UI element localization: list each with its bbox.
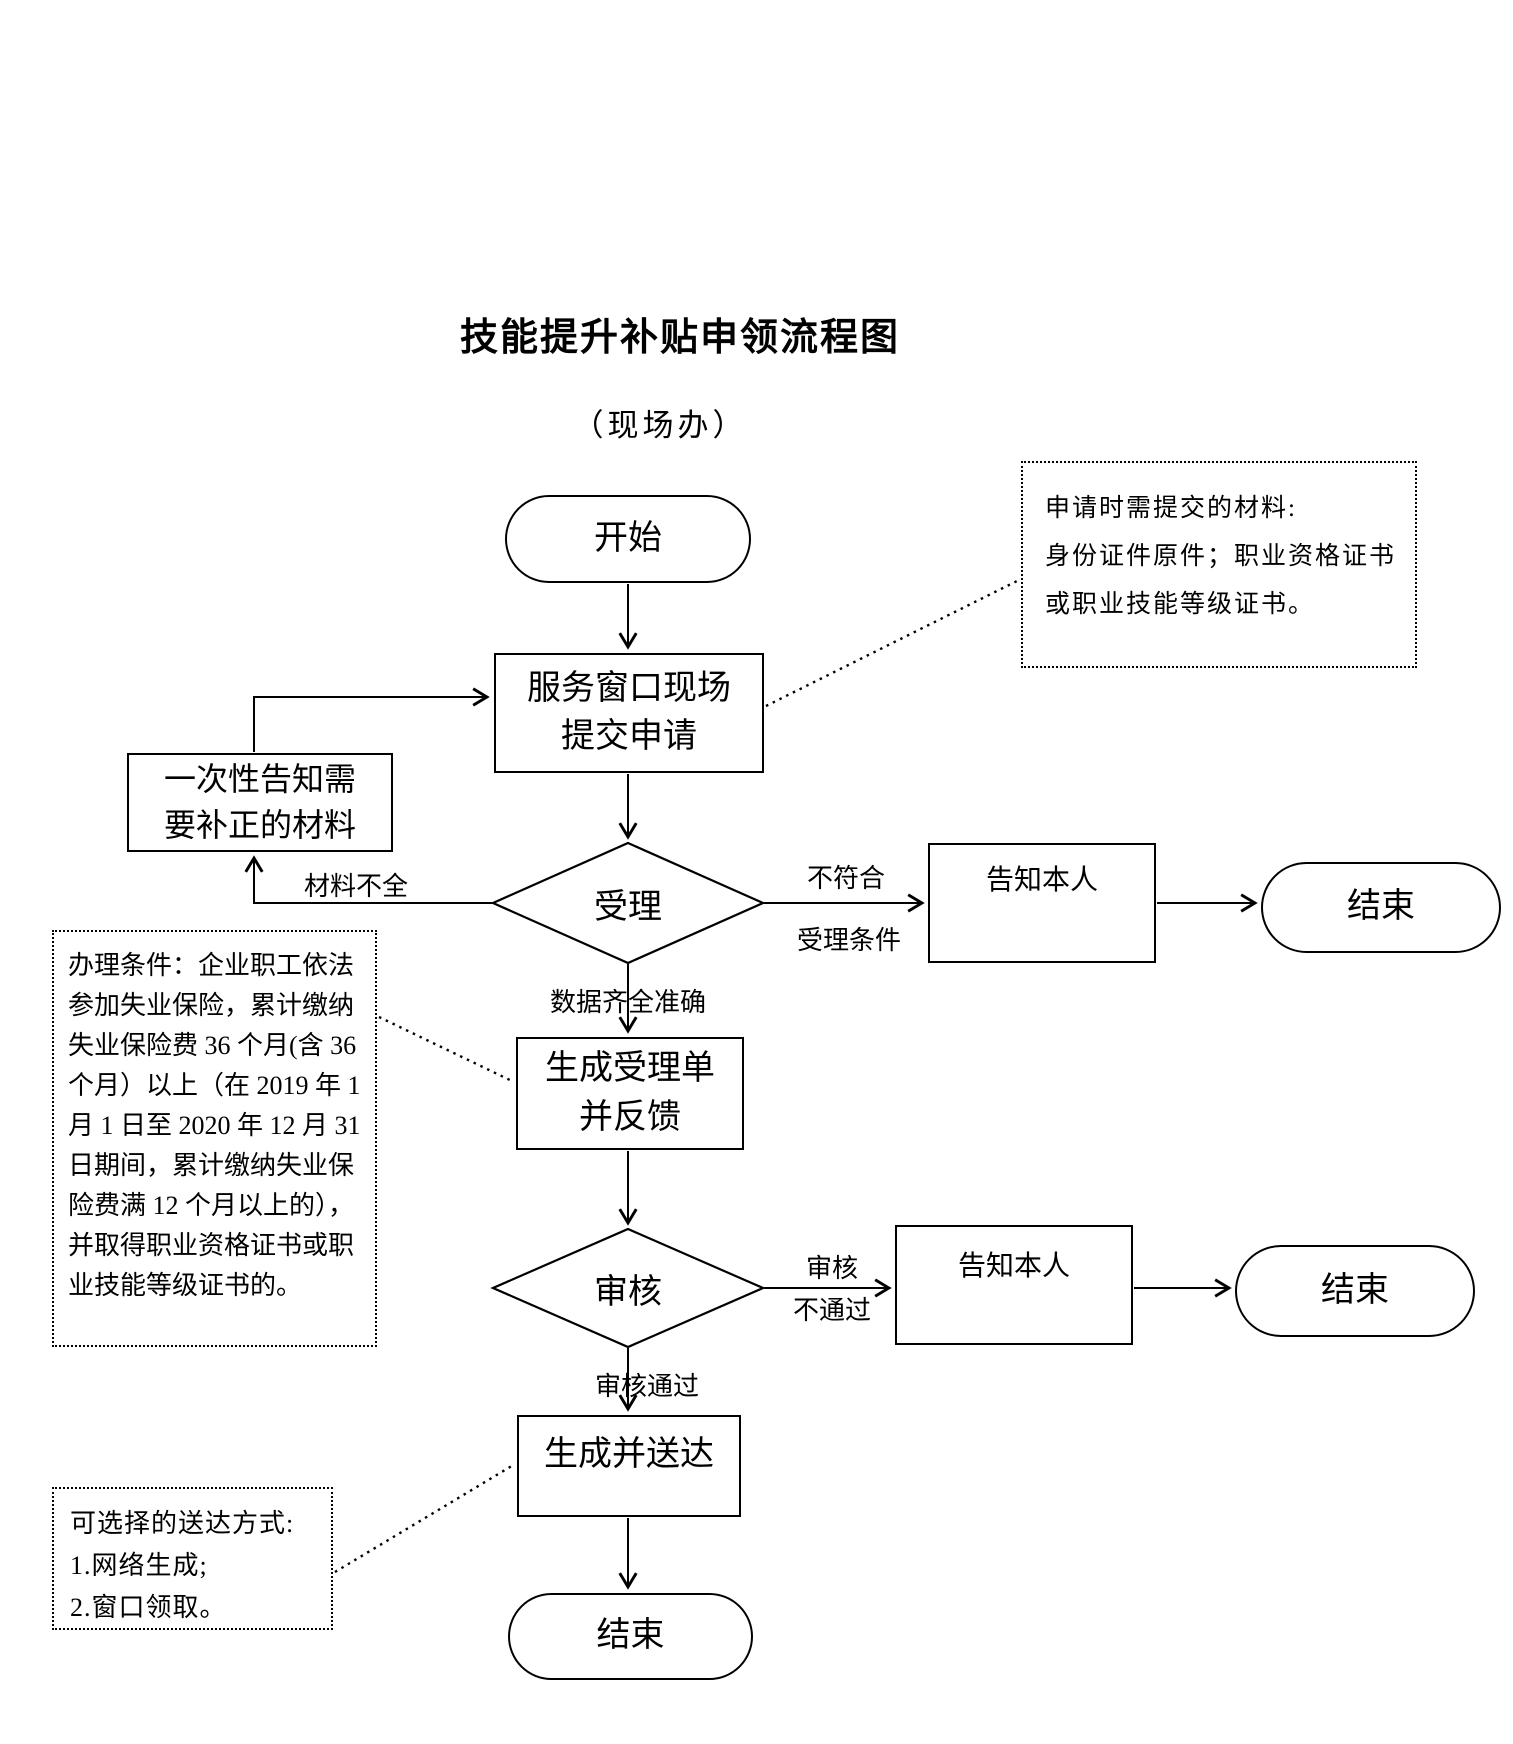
note-handling-conditions: 办理条件：企业职工依法 参加失业保险，累计缴纳 失业保险费 36 个月(含 36… — [52, 930, 377, 1347]
node-generate-receipt: 生成受理单 并反馈 — [516, 1037, 744, 1150]
note-delivery-options: 可选择的送达方式: 1.网络生成; 2.窗口领取。 — [52, 1487, 333, 1630]
node-end-2: 结束 — [1235, 1245, 1475, 1337]
connector-conditions-note — [378, 1015, 515, 1084]
page-subtitle: （现场办） — [572, 408, 748, 443]
note-required-materials: 申请时需提交的材料: 身份证件原件；职业资格证书 或职业技能等级证书。 — [1021, 461, 1417, 668]
node-notify-person-2: 告知本人 — [895, 1225, 1133, 1345]
review-diamond — [490, 1227, 766, 1349]
edge-label-data-complete: 数据齐全准确 — [549, 988, 706, 1017]
connector-materials-note — [765, 578, 1020, 708]
edge-label-not-eligible-line2: 受理条件 — [796, 926, 901, 955]
edge-label-not-eligible-line1: 不符合 — [806, 864, 885, 893]
node-accept-decision: 受理 — [594, 888, 662, 926]
connector-delivery-note — [334, 1462, 516, 1574]
edge-label-review-fail-line1: 审核 — [805, 1254, 858, 1283]
node-end-3: 结束 — [508, 1593, 753, 1680]
node-end-1: 结束 — [1261, 862, 1501, 953]
edge-label-review-fail-line2: 不通过 — [792, 1296, 871, 1325]
edge-accept-to-correction — [244, 855, 492, 904]
edge-label-review-pass: 审核通过 — [594, 1372, 699, 1401]
node-notify-person-1: 告知本人 — [928, 843, 1156, 963]
node-generate-deliver: 生成并送达 — [517, 1415, 741, 1517]
page-title: 技能提升补贴申领流程图 — [459, 317, 900, 359]
node-start: 开始 — [505, 495, 751, 583]
edge-label-materials-incomplete: 材料不全 — [303, 872, 408, 901]
node-notify-correction: 一次性告知需 要补正的材料 — [127, 753, 393, 852]
edge-correction-to-submit — [253, 687, 490, 752]
node-review-decision: 审核 — [594, 1273, 662, 1311]
accept-diamond — [490, 841, 766, 965]
node-submit-application: 服务窗口现场 提交申请 — [494, 653, 764, 773]
